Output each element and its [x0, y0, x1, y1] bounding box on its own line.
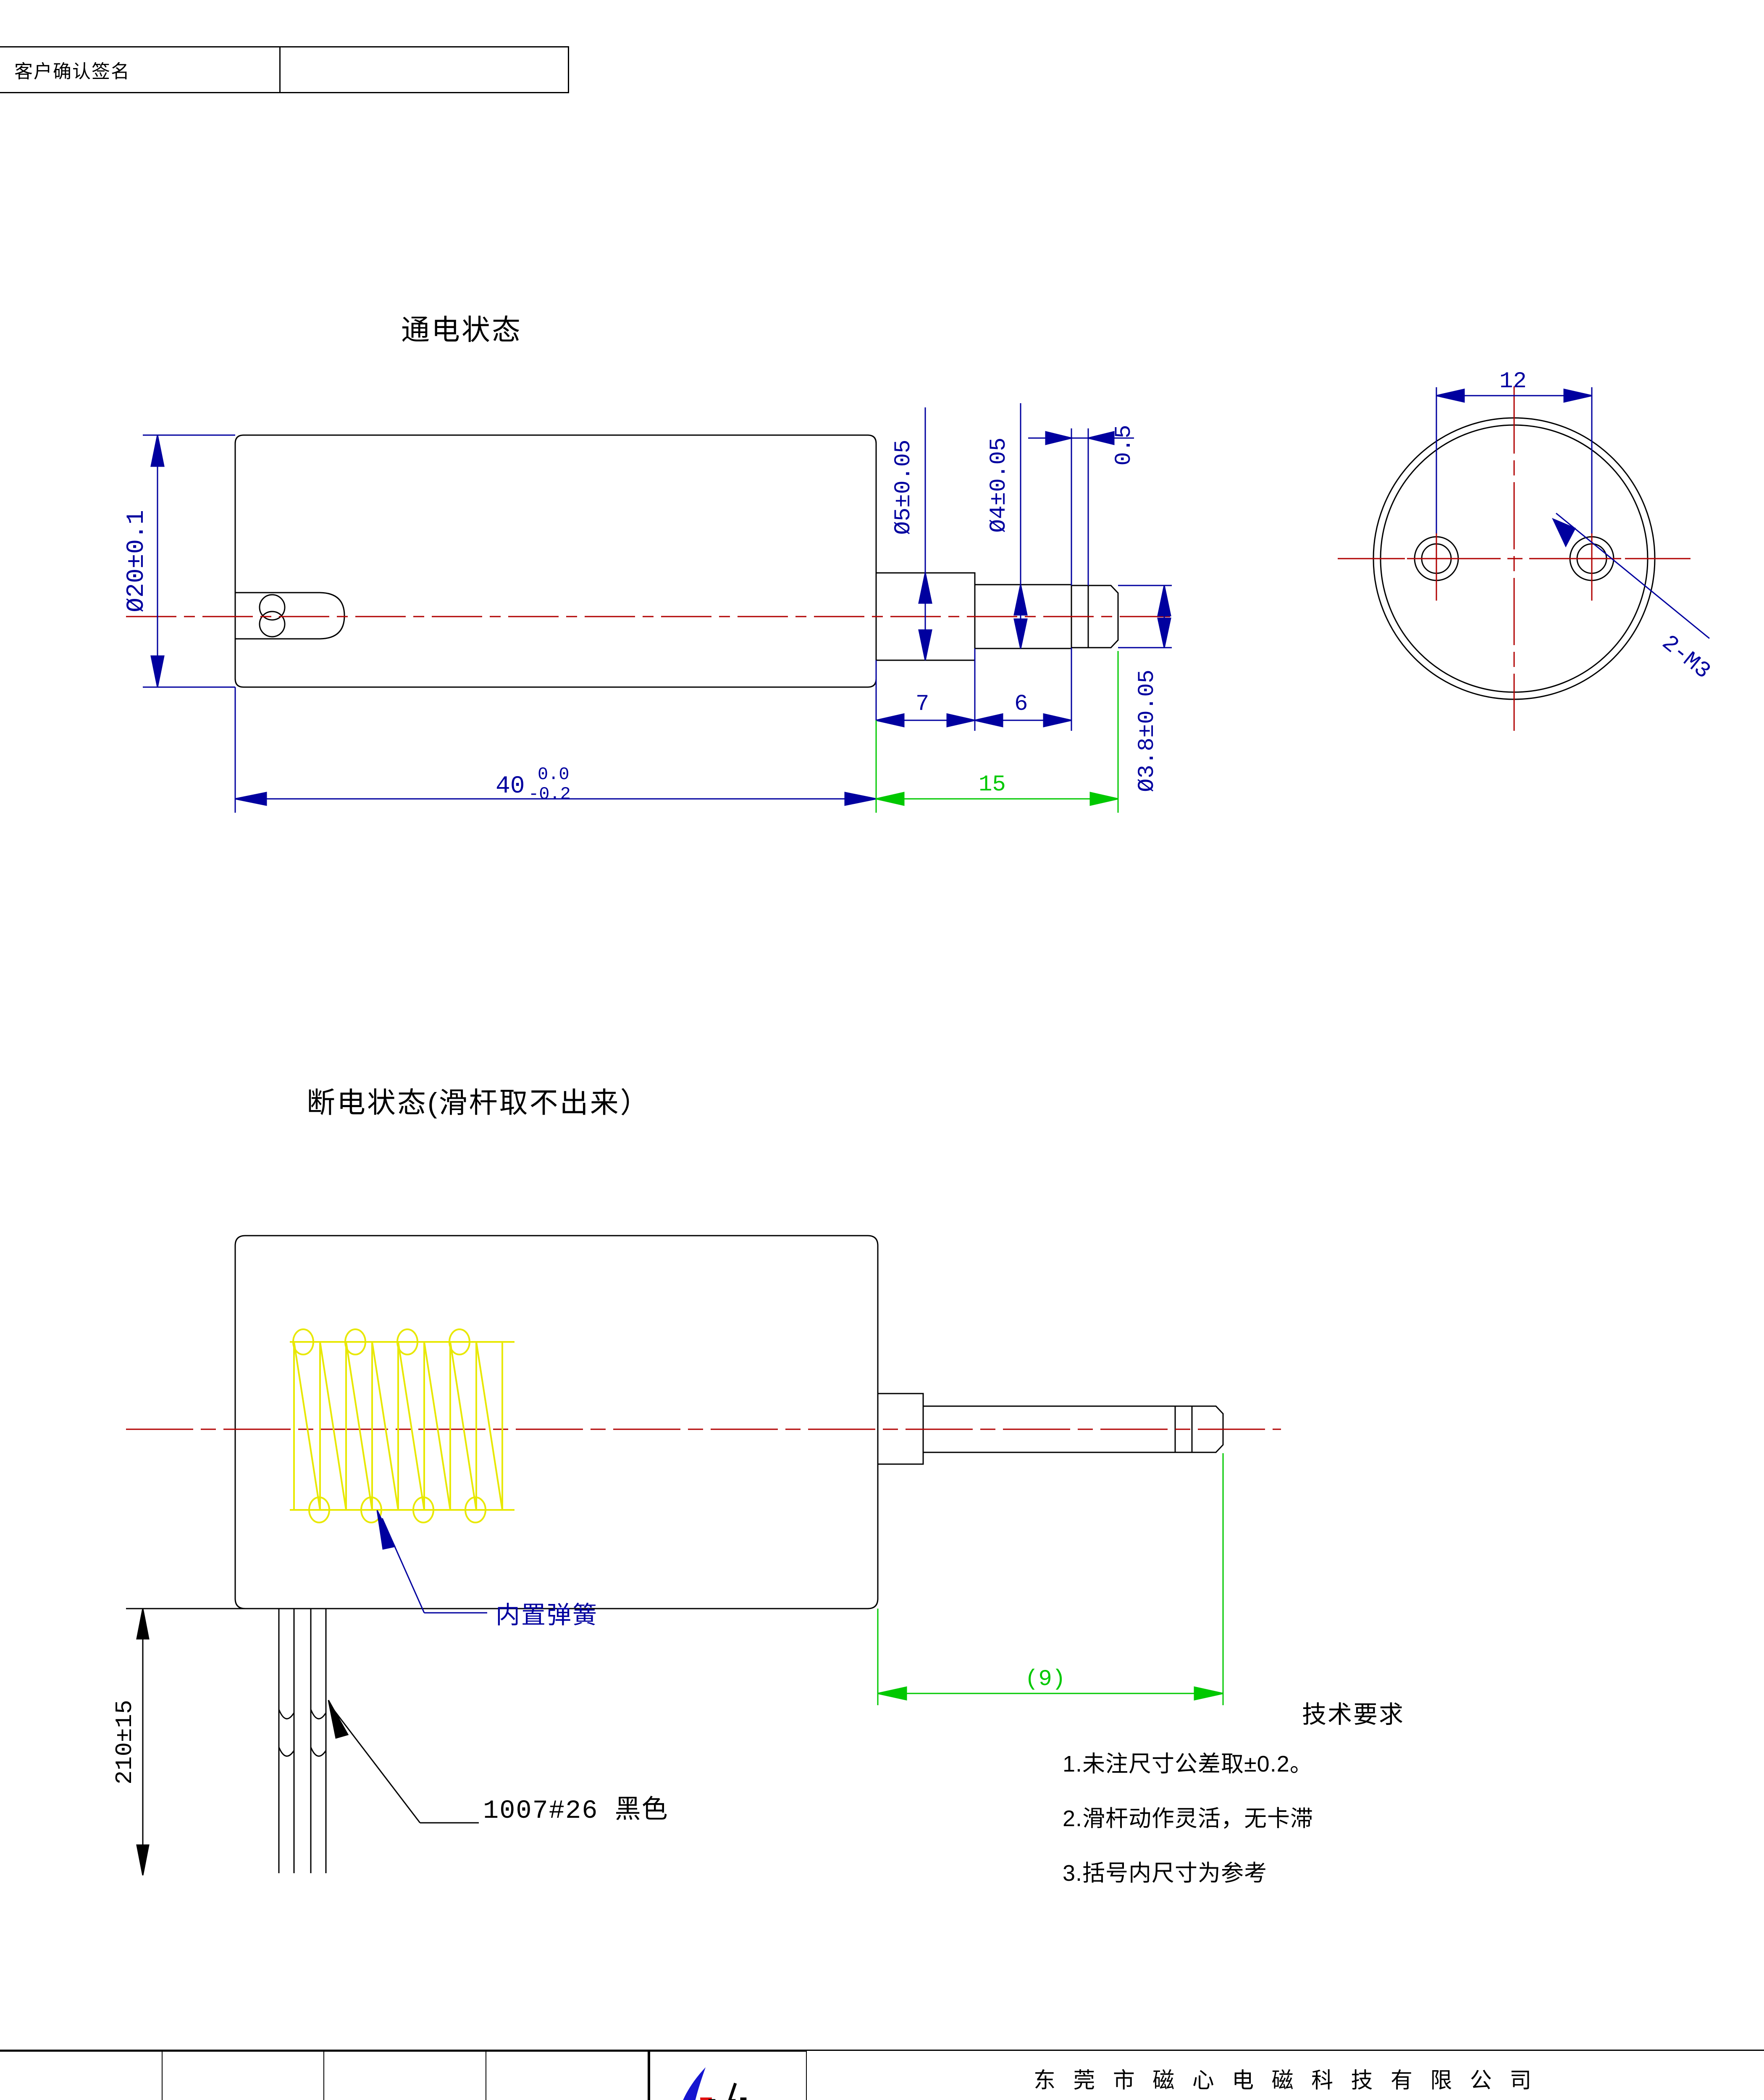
lug-hole-lower: [259, 611, 286, 638]
leader-internal-spring: 内置弹簧: [376, 1510, 598, 1629]
dim-groove-05: 0.5: [1028, 425, 1137, 585]
tech-requirement-item-3: 3.括号内尺寸为参考: [1063, 1861, 1268, 1886]
leader-2-m3: 2-M3: [1551, 512, 1715, 685]
tech-requirement-item-2: 2.滑杆动作灵活，无卡滞: [1063, 1806, 1314, 1831]
dim-15-text: 15: [979, 772, 1006, 798]
dim-wire-length: 210±15: [111, 1608, 279, 1876]
rev-cell[interactable]: [161, 2050, 324, 2100]
dim-wire-length-text: 210±15: [111, 1700, 138, 1785]
dim-body-diameter-text: Ø20±0.1: [123, 510, 150, 612]
wire-break-lower-2: [310, 1747, 327, 1757]
company-logo-cell: [650, 2050, 807, 2100]
dim-tip-d38: Ø3.8±0.05: [1118, 585, 1172, 792]
shaft-tip: [1087, 585, 1119, 648]
dim-stroke-ref-text: (9): [1025, 1667, 1066, 1692]
dim-tip-d38-text: Ø3.8±0.05: [1134, 669, 1160, 792]
lug-hole-upper: [259, 594, 286, 621]
dim-body-length-tol-lower: -0.2: [528, 784, 571, 804]
dim-body-length-text: 40: [496, 773, 525, 800]
dim-15-green: 15: [875, 651, 1119, 813]
wire-break-upper-2: [310, 1709, 327, 1719]
deenergized-state-drawing: 内置弹簧 210±15 1007#26 黑色 (9): [111, 1235, 1281, 1876]
rev-cell[interactable]: [0, 2050, 163, 2100]
internal-spring-coil: [290, 1328, 514, 1523]
dim-stroke-ref: (9): [877, 1453, 1224, 1705]
signature-divider: [279, 47, 281, 92]
dim-2-m3-text: 2-M3: [1656, 630, 1715, 685]
shaft-tip-2: [1191, 1405, 1224, 1453]
company-name-cn: 东 莞 市 磁 心 电 磁 科 技 有 限 公 司: [806, 2051, 1764, 2100]
dim-bolt-span-text: 12: [1499, 369, 1527, 394]
deenergized-view-title: 断电状态(滑杆取不出来）: [307, 1087, 651, 1119]
logo-wordmark: Xin: [707, 2089, 777, 2100]
logo-swoosh: [683, 2067, 706, 2100]
dim-bolt-span: 12: [1436, 369, 1593, 533]
revision-table: Mark标记 Content 内 容 Date 日期 Check 审核 技 术 …: [0, 2050, 649, 2100]
end-view-centerlines: [1338, 386, 1690, 731]
logo-red-accent: [700, 2097, 712, 2100]
dim-shaft-d5-text: Ø5±0.05: [891, 440, 916, 535]
title-block: 东 莞 市 磁 心 电 磁 科 技 有 限 公 司 DONGGUAN CIXIN…: [649, 2050, 1764, 2100]
label-wire-spec: 1007#26 黑色: [483, 1795, 669, 1826]
tech-requirements-heading: 技术要求: [1302, 1701, 1405, 1728]
dim-body-length: 40 0.0 -0.2: [234, 687, 877, 813]
dim-shaft-d4-text: Ø4±0.05: [986, 438, 1012, 533]
logo-slash: [728, 2082, 737, 2100]
dim-groove-05-text: 0.5: [1111, 425, 1137, 465]
customer-signature-box[interactable]: 客户确认签名: [0, 46, 569, 93]
energized-state-drawing: Ø20±0.1 40 0.0 -0.2 Ø5±0.05 Ø4±: [123, 403, 1176, 813]
dim-body-length-tol-upper: 0.0: [538, 764, 570, 785]
mounting-lug: [234, 592, 345, 640]
dim-7-6: 7 6: [875, 648, 1072, 731]
label-internal-spring: 内置弹簧: [496, 1601, 598, 1629]
table-row: [0, 2050, 648, 2100]
dim-shaft-d5: Ø5±0.05: [891, 407, 932, 661]
leader-wire-spec: 1007#26 黑色: [328, 1700, 669, 1826]
company-logo: Xin: [683, 2067, 777, 2100]
solenoid-body-outline: [234, 434, 877, 688]
energized-view-title: 通电状态: [401, 314, 522, 346]
dim-6-text: 6: [1014, 691, 1028, 717]
wire-break-lower: [278, 1747, 295, 1757]
solenoid-body-outline-2: [234, 1235, 879, 1609]
tech-requirement-item-1: 1.未注尺寸公差取±0.2。: [1063, 1751, 1313, 1777]
dim-7-text: 7: [916, 691, 929, 717]
customer-signature-label: 客户确认签名: [14, 61, 130, 82]
rev-cell[interactable]: [485, 2050, 648, 2100]
dim-body-diameter: Ø20±0.1: [123, 434, 235, 688]
wire-break-upper: [278, 1709, 295, 1719]
rev-cell[interactable]: [323, 2050, 486, 2100]
dim-shaft-d4: Ø4±0.05: [986, 403, 1028, 649]
end-view-drawing: 12 2-M3: [1338, 369, 1715, 731]
